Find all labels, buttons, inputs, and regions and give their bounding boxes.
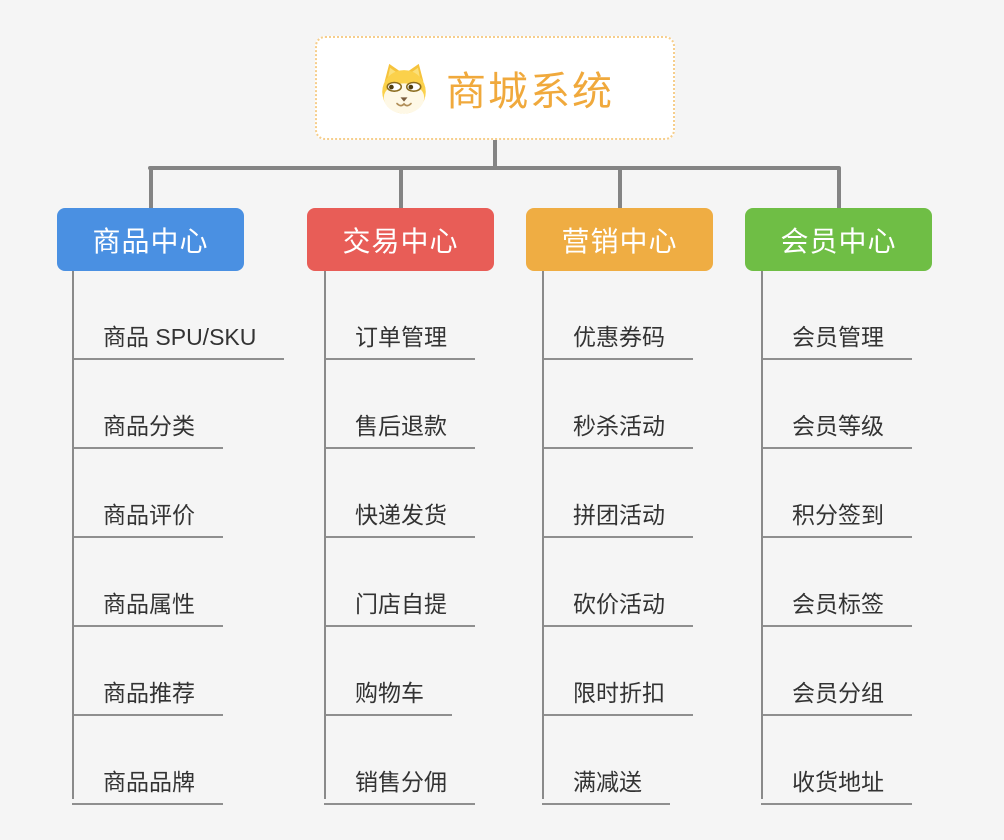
branch-children-trade-center: 订单管理 售后退款 快递发货 门店自提 购物车 销售分佣 — [324, 271, 584, 805]
leaf-node[interactable]: 会员标签 — [761, 538, 1004, 627]
leaf-label: 会员管理 — [761, 318, 912, 360]
leaf-label: 销售分佣 — [324, 763, 475, 805]
leaf-node[interactable]: 积分签到 — [761, 449, 1004, 538]
leaf-label: 商品 SPU/SKU — [72, 318, 285, 360]
connector-drop-trade — [399, 168, 403, 209]
leaf-label: 会员等级 — [761, 407, 912, 449]
leaf-label: 满减送 — [542, 763, 670, 805]
leaf-node[interactable]: 订单管理 — [324, 271, 584, 360]
leaf-label: 门店自提 — [324, 585, 475, 627]
branch-node-marketing-center[interactable]: 营销中心 — [526, 208, 713, 271]
leaf-label: 售后退款 — [324, 407, 475, 449]
leaf-label: 商品属性 — [72, 585, 223, 627]
leaf-label: 订单管理 — [324, 318, 475, 360]
connector-drop-marketing — [618, 168, 622, 209]
connector-horizontal — [148, 166, 841, 170]
leaf-node[interactable]: 售后退款 — [324, 360, 584, 449]
leaf-node[interactable]: 会员管理 — [761, 271, 1004, 360]
leaf-label: 商品评价 — [72, 496, 223, 538]
trunk-line — [72, 271, 74, 799]
leaf-label: 商品推荐 — [72, 674, 223, 716]
connector-drop-members — [837, 168, 841, 209]
leaf-node[interactable]: 满减送 — [542, 716, 802, 805]
branch-node-trade-center[interactable]: 交易中心 — [307, 208, 494, 271]
leaf-node[interactable]: 商品 SPU/SKU — [72, 271, 332, 360]
leaf-node[interactable]: 销售分佣 — [324, 716, 584, 805]
trunk-line — [324, 271, 326, 799]
leaf-node[interactable]: 商品评价 — [72, 449, 332, 538]
branch-node-member-center[interactable]: 会员中心 — [745, 208, 932, 271]
leaf-node[interactable]: 商品分类 — [72, 360, 332, 449]
leaf-label: 快递发货 — [324, 496, 475, 538]
leaf-node[interactable]: 购物车 — [324, 627, 584, 716]
leaf-label: 积分签到 — [761, 496, 912, 538]
root-title: 商城系统 — [446, 70, 614, 114]
trunk-line — [542, 271, 544, 799]
root-node[interactable]: 商城系统 — [315, 36, 675, 140]
leaf-node[interactable]: 会员分组 — [761, 627, 1004, 716]
leaf-label: 商品分类 — [72, 407, 223, 449]
leaf-node[interactable]: 砍价活动 — [542, 538, 802, 627]
leaf-label: 会员标签 — [761, 585, 912, 627]
leaf-node[interactable]: 秒杀活动 — [542, 360, 802, 449]
connector-root-stub — [493, 140, 497, 168]
shiba-dog-icon — [382, 63, 426, 114]
branch-node-product-center[interactable]: 商品中心 — [57, 208, 244, 271]
branch-children-product-center: 商品 SPU/SKU 商品分类 商品评价 商品属性 商品推荐 商品品牌 — [72, 271, 332, 805]
leaf-node[interactable]: 优惠券码 — [542, 271, 802, 360]
leaf-label: 商品品牌 — [72, 763, 223, 805]
leaf-label: 拼团活动 — [542, 496, 693, 538]
leaf-node[interactable]: 门店自提 — [324, 538, 584, 627]
leaf-label: 砍价活动 — [542, 585, 693, 627]
leaf-label: 购物车 — [324, 674, 452, 716]
leaf-node[interactable]: 收货地址 — [761, 716, 1004, 805]
leaf-label: 优惠券码 — [542, 318, 693, 360]
branch-children-marketing-center: 优惠券码 秒杀活动 拼团活动 砍价活动 限时折扣 满减送 — [542, 271, 802, 805]
branch-children-member-center: 会员管理 会员等级 积分签到 会员标签 会员分组 收货地址 — [761, 271, 1004, 805]
leaf-label: 会员分组 — [761, 674, 912, 716]
leaf-node[interactable]: 商品品牌 — [72, 716, 332, 805]
leaf-node[interactable]: 拼团活动 — [542, 449, 802, 538]
leaf-node[interactable]: 会员等级 — [761, 360, 1004, 449]
leaf-label: 收货地址 — [761, 763, 912, 805]
trunk-line — [761, 271, 763, 799]
leaf-node[interactable]: 限时折扣 — [542, 627, 802, 716]
connector-drop-products — [149, 168, 153, 209]
leaf-label: 秒杀活动 — [542, 407, 693, 449]
leaf-node[interactable]: 商品属性 — [72, 538, 332, 627]
leaf-node[interactable]: 商品推荐 — [72, 627, 332, 716]
leaf-node[interactable]: 快递发货 — [324, 449, 584, 538]
leaf-label: 限时折扣 — [542, 674, 693, 716]
